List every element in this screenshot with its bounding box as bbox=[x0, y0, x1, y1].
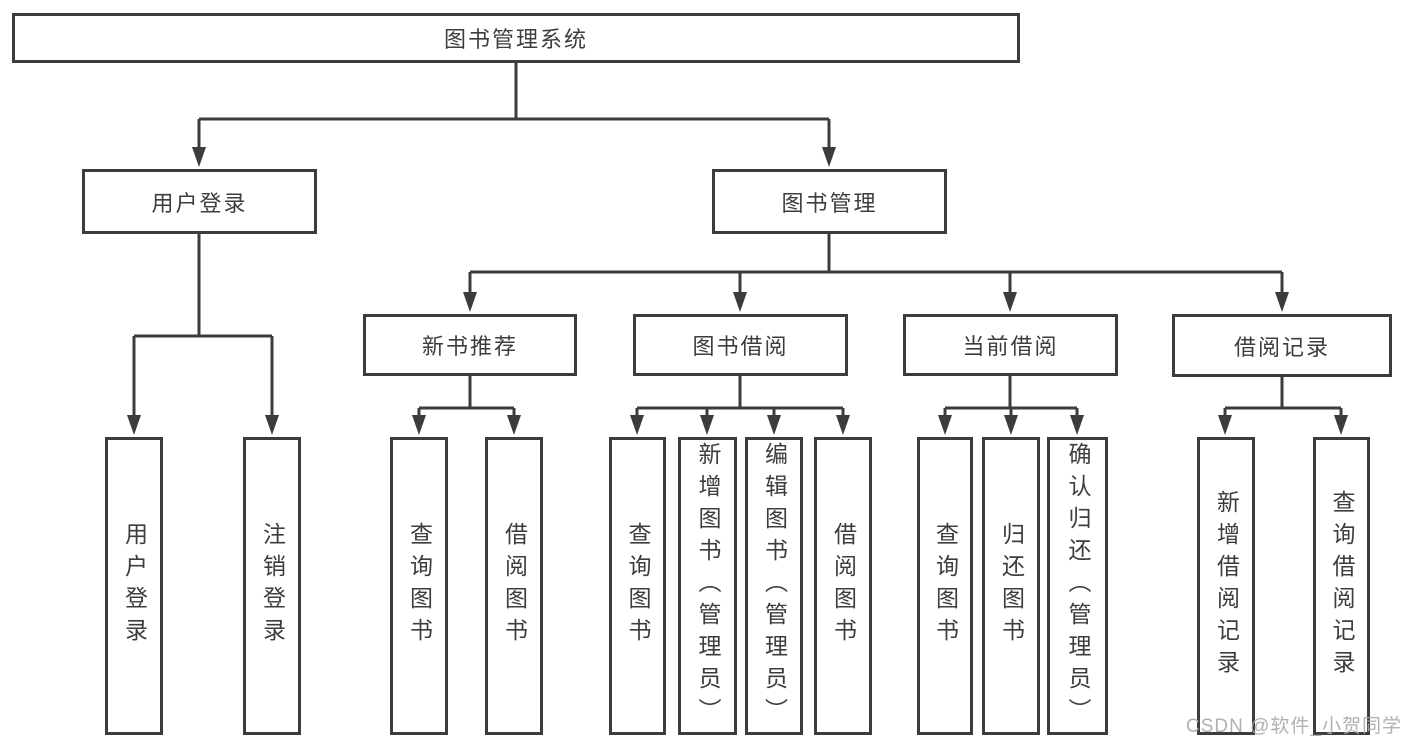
leaf-borrow-books: 借阅图书 bbox=[814, 437, 872, 735]
csdn-watermark: CSDN @软件_小贺同学 bbox=[1186, 716, 1402, 737]
node-current-borrowing: 当前借阅 bbox=[903, 314, 1118, 376]
node-label: 借阅图书 bbox=[501, 522, 528, 650]
node-label: 注销登录 bbox=[259, 522, 286, 650]
node-book-management: 图书管理 bbox=[712, 169, 947, 234]
node-label: 编辑图书（管理员） bbox=[761, 442, 788, 730]
leaf-query-books-borrowing: 查询图书 bbox=[609, 437, 666, 735]
leaf-add-books-admin: 新增图书（管理员） bbox=[678, 437, 737, 735]
node-book-borrowing: 图书借阅 bbox=[633, 314, 848, 376]
node-user-login: 用户登录 bbox=[82, 169, 317, 234]
arrowheads bbox=[127, 147, 1348, 435]
node-library-system: 图书管理系统 bbox=[12, 13, 1020, 63]
node-label: 查询图书 bbox=[932, 522, 959, 650]
leaf-return-books: 归还图书 bbox=[982, 437, 1040, 735]
node-label: 用户登录 bbox=[121, 522, 148, 650]
leaf-query-books-current: 查询图书 bbox=[917, 437, 973, 735]
leaf-user-login: 用户登录 bbox=[105, 437, 163, 735]
leaf-logout: 注销登录 bbox=[243, 437, 301, 735]
node-label: 图书借阅 bbox=[692, 334, 789, 359]
leaf-add-borrow-record: 新增借阅记录 bbox=[1197, 437, 1255, 735]
node-label: 用户登录 bbox=[151, 190, 248, 216]
node-label: 借阅记录 bbox=[1233, 334, 1330, 360]
leaf-query-borrow-record: 查询借阅记录 bbox=[1313, 437, 1370, 735]
node-label: 归还图书 bbox=[998, 522, 1025, 650]
node-label: 当前借阅 bbox=[962, 334, 1059, 359]
node-label: 图书管理系统 bbox=[443, 27, 588, 52]
node-label: 图书管理 bbox=[781, 190, 878, 216]
node-new-book-recommendation: 新书推荐 bbox=[363, 314, 577, 376]
node-borrowing-records: 借阅记录 bbox=[1172, 314, 1392, 377]
node-label: 新增图书（管理员） bbox=[695, 442, 721, 730]
node-label: 查询图书 bbox=[625, 522, 651, 650]
leaf-confirm-return-admin: 确认归还（管理员） bbox=[1047, 437, 1108, 735]
leaf-borrow-books-recommend: 借阅图书 bbox=[485, 437, 543, 735]
node-label: 确认归还（管理员） bbox=[1065, 442, 1091, 730]
node-label: 查询借阅记录 bbox=[1329, 490, 1355, 682]
node-label: 借阅图书 bbox=[830, 522, 857, 650]
node-label: 新增借阅记录 bbox=[1213, 490, 1240, 682]
node-label: 新书推荐 bbox=[421, 334, 518, 359]
leaf-query-books-recommend: 查询图书 bbox=[390, 437, 448, 735]
node-label: 查询图书 bbox=[406, 522, 433, 650]
leaf-edit-books-admin: 编辑图书（管理员） bbox=[745, 437, 803, 735]
